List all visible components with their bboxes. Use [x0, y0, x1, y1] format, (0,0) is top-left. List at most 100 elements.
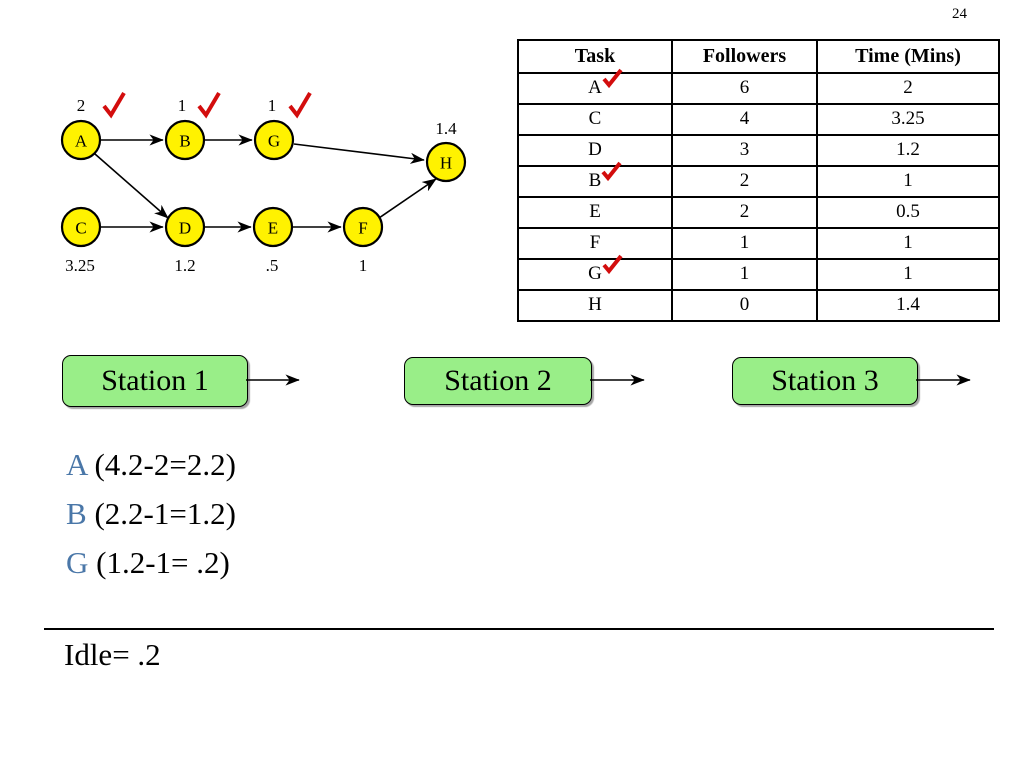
node-time-d: 1.2	[174, 256, 195, 275]
cell-followers: 3	[671, 134, 818, 167]
calculation-line: B (2.2-1=1.2)	[66, 489, 236, 538]
diagram-node-f[interactable]: F 1	[342, 206, 384, 275]
task-label: F	[589, 232, 601, 253]
table-header-row: Task Followers Time (Mins)	[517, 39, 1000, 74]
column-header-followers: Followers	[671, 39, 818, 74]
diagram-node-c[interactable]: C 3.25	[60, 206, 102, 275]
diagram-node-d[interactable]: D 1.2	[164, 206, 206, 275]
cell-time: 1.4	[816, 289, 1000, 322]
check-icon	[601, 161, 622, 182]
cell-followers: 2	[671, 196, 818, 229]
cell-task: A	[517, 68, 673, 105]
cell-task: G	[517, 254, 673, 291]
check-icon	[602, 254, 623, 275]
edge-f-h	[378, 178, 437, 219]
idle-text: Idle= .2	[64, 637, 161, 672]
node-time-h: 1.4	[435, 119, 457, 138]
cell-time: 1.2	[816, 134, 1000, 167]
station-box[interactable]: Station 2	[404, 357, 592, 405]
calculation-line: A (4.2-2=2.2)	[66, 440, 236, 489]
node-time-f: 1	[359, 256, 368, 275]
cell-time: 0.5	[816, 196, 1000, 229]
node-label-f: F	[358, 219, 367, 238]
calculation-line: G (1.2-1= .2)	[66, 538, 236, 587]
cell-time: 1	[816, 165, 1000, 198]
page-number: 24	[952, 6, 967, 22]
calculation-expression: (2.2-1=1.2)	[86, 496, 236, 531]
calculation-list: A (4.2-2=2.2)B (2.2-1=1.2)G (1.2-1= .2)	[66, 440, 236, 587]
check-icon	[288, 91, 312, 119]
cell-followers: 4	[671, 103, 818, 136]
edge-g-h	[293, 143, 425, 164]
node-label-d: D	[179, 219, 191, 238]
diagram-node-e[interactable]: E .5	[252, 206, 294, 275]
calculation-expression: (4.2-2=2.2)	[86, 447, 236, 482]
station-label: Station 1	[101, 364, 209, 397]
task-label: H	[588, 294, 602, 315]
node-label-g: G	[268, 132, 280, 151]
task-label: A	[588, 68, 623, 99]
cell-followers: 6	[671, 72, 818, 105]
diagram-node-b[interactable]: B 1	[164, 91, 221, 161]
cell-followers: 2	[671, 165, 818, 198]
calculation-task-letter: B	[66, 496, 87, 531]
diagram-node-g[interactable]: G 1	[253, 91, 312, 161]
cell-followers: 1	[671, 227, 818, 260]
cell-time: 2	[816, 72, 1000, 105]
node-label-c: C	[75, 219, 86, 238]
station-row: Station 1 Station 2 Station 3	[0, 350, 1024, 420]
task-label: G	[588, 254, 623, 285]
cell-task: C	[517, 103, 673, 136]
cell-time: 3.25	[816, 103, 1000, 136]
node-label-e: E	[268, 219, 278, 238]
task-label: D	[588, 139, 602, 160]
check-icon	[197, 91, 221, 119]
station-box[interactable]: Station 1	[62, 355, 248, 407]
cell-task: B	[517, 161, 673, 198]
diagram-node-a[interactable]: A 2	[60, 91, 126, 161]
precedence-network-diagram: A 2 B 1 G 1 H 1.4	[0, 80, 500, 290]
section-divider	[44, 628, 994, 630]
node-label-b: B	[179, 132, 190, 151]
node-time-e: .5	[266, 256, 279, 275]
node-time-b: 1	[178, 96, 187, 115]
task-label: B	[589, 161, 622, 192]
check-icon	[602, 68, 623, 89]
node-time-c: 3.25	[65, 256, 95, 275]
cell-task: D	[517, 134, 673, 167]
check-icon	[102, 91, 126, 119]
cell-time: 1	[816, 258, 1000, 291]
node-label-a: A	[75, 132, 88, 151]
node-label-h: H	[440, 154, 452, 173]
station-flow-arrow	[590, 372, 652, 393]
node-time-g: 1	[268, 96, 277, 115]
cell-followers: 0	[671, 289, 818, 322]
station-label: Station 2	[444, 364, 552, 397]
station-flow-arrow	[246, 372, 307, 393]
node-time-a: 2	[77, 96, 86, 115]
station-label: Station 3	[771, 364, 879, 397]
cell-task: E	[517, 196, 673, 229]
column-header-time: Time (Mins)	[816, 39, 1000, 74]
calculation-task-letter: A	[66, 447, 87, 482]
cell-task: F	[517, 227, 673, 260]
diagram-node-h[interactable]: H 1.4	[425, 119, 467, 183]
column-header-task: Task	[517, 39, 673, 74]
calculation-expression: (1.2-1= .2)	[88, 545, 230, 580]
station-box[interactable]: Station 3	[732, 357, 918, 405]
task-label: E	[589, 201, 601, 222]
cell-task: H	[517, 289, 673, 322]
station-flow-arrow	[916, 372, 978, 393]
task-label: C	[588, 108, 602, 129]
cell-time: 1	[816, 227, 1000, 260]
